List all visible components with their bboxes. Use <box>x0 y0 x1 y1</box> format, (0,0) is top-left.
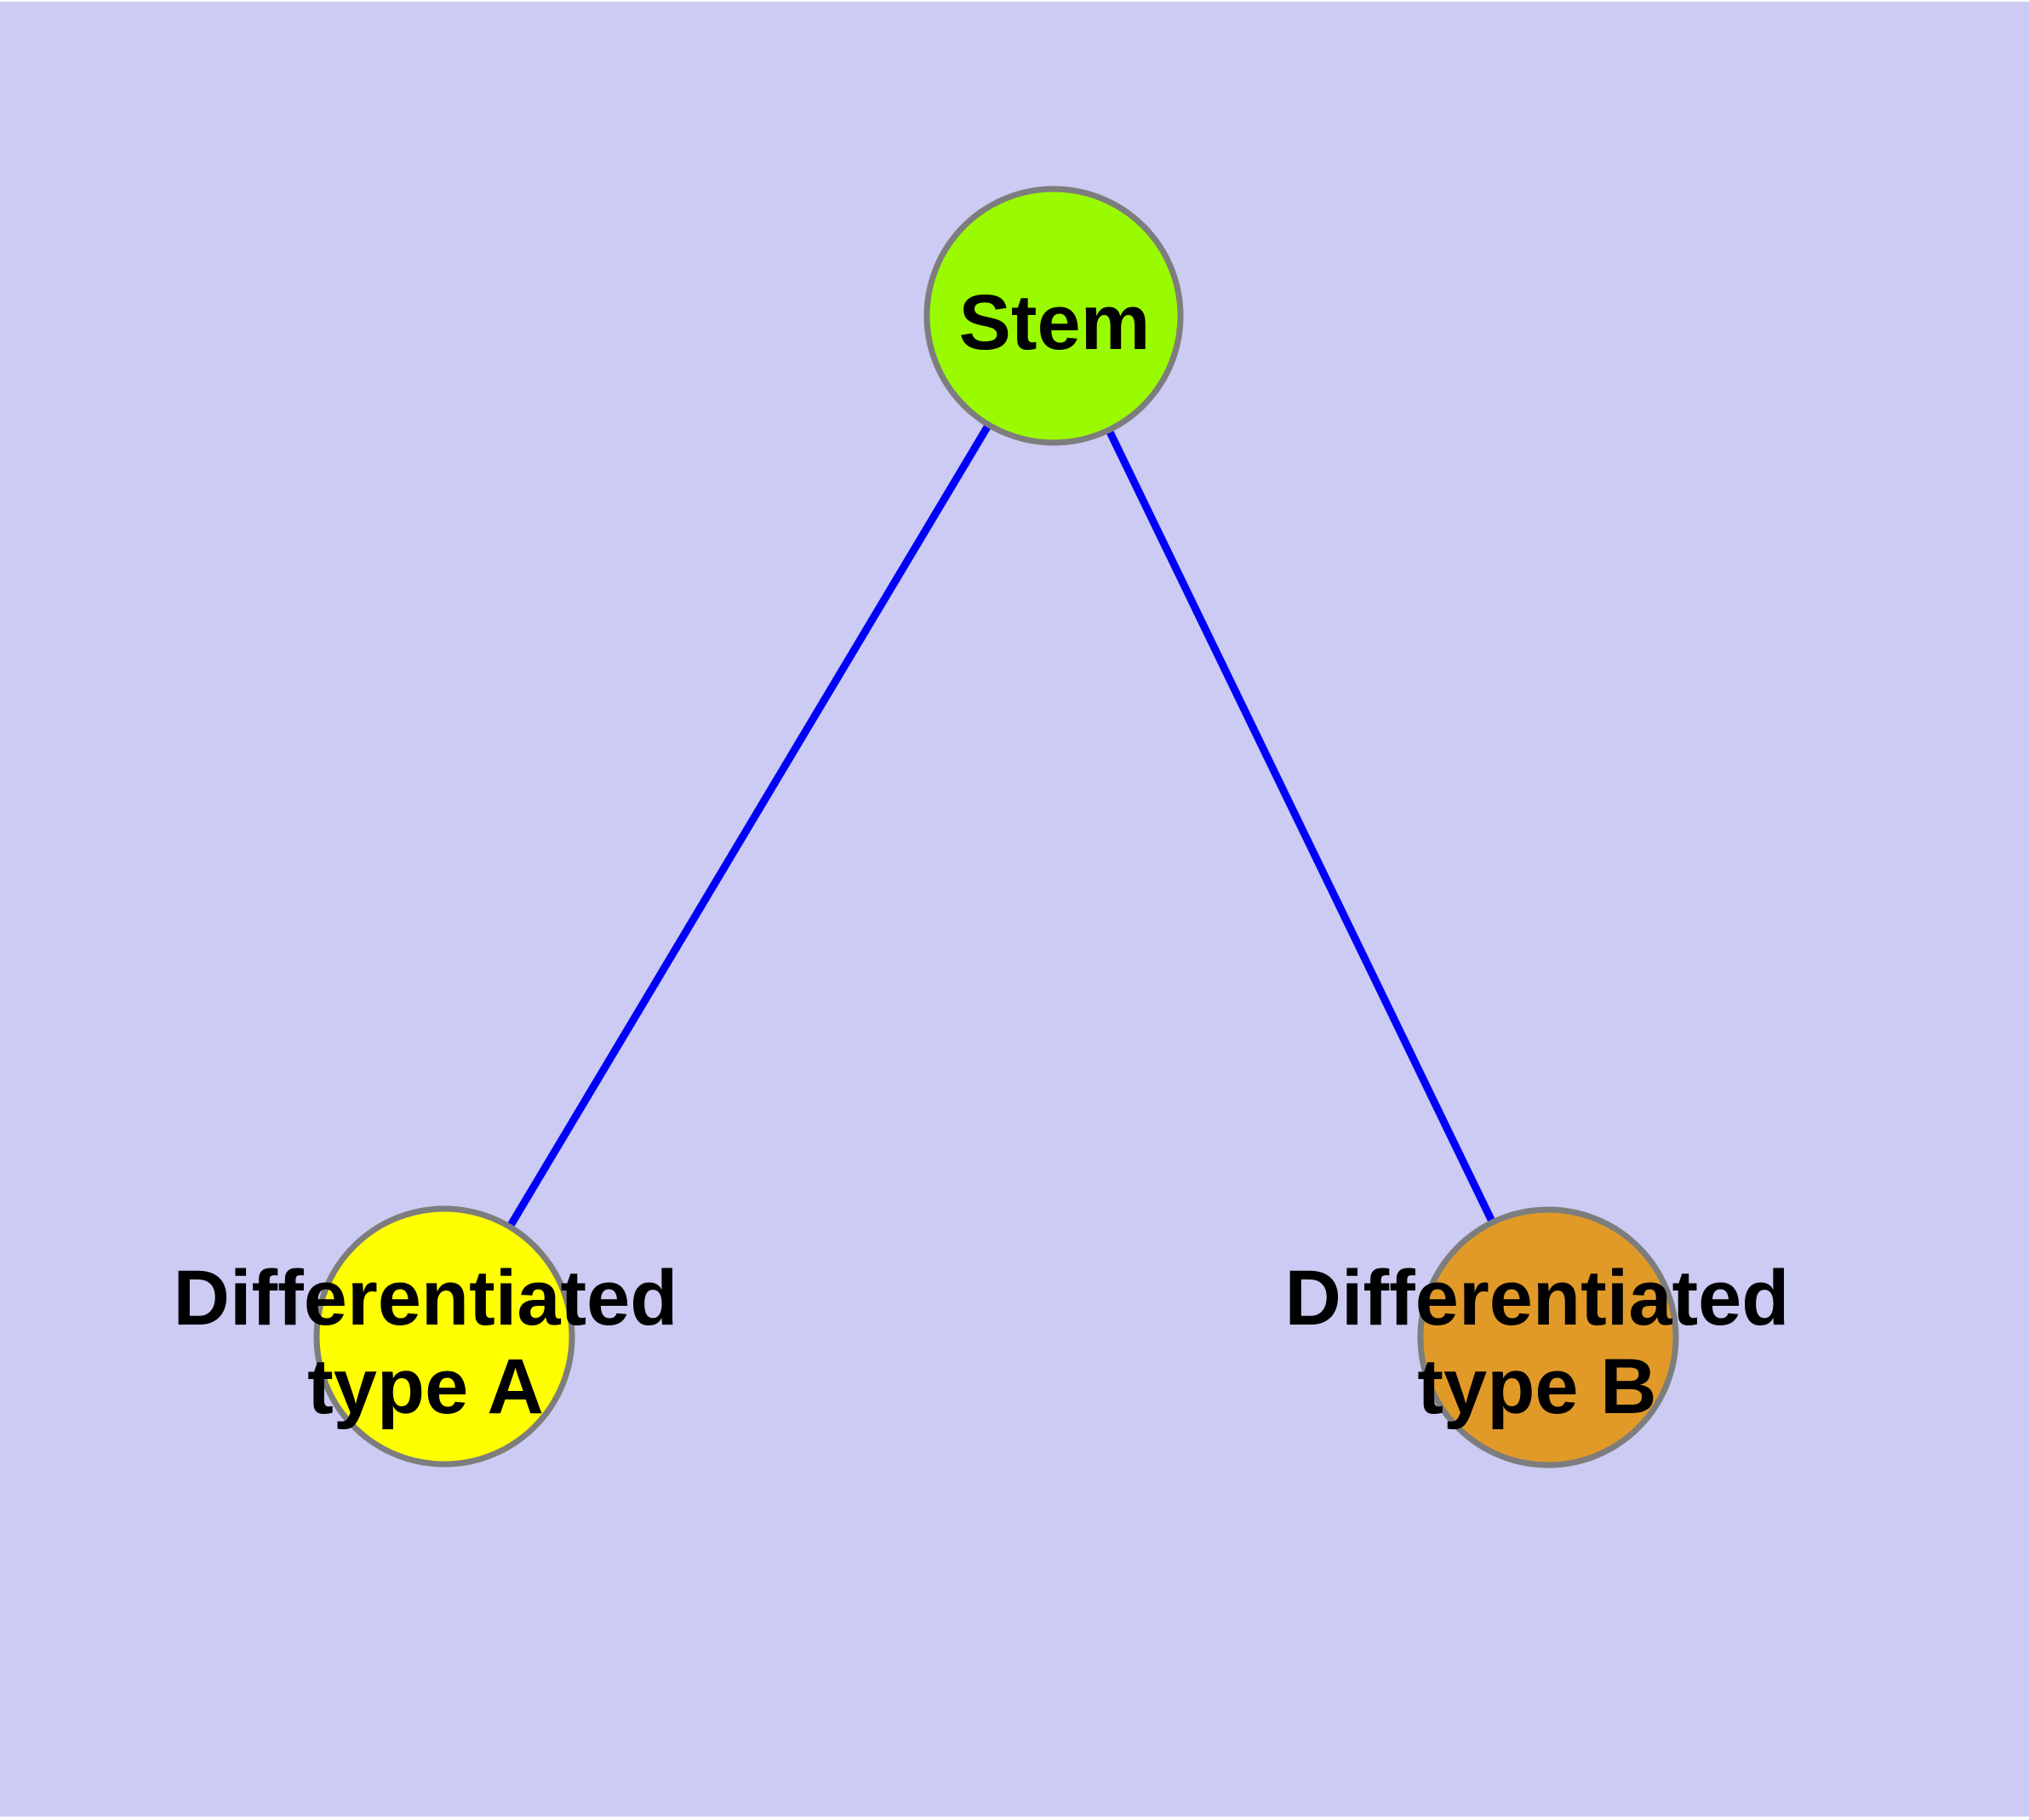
node-stem <box>923 186 1184 446</box>
node-differentiated-type-b <box>1417 1206 1679 1468</box>
node-type-b-label-line1: Differentiated <box>1285 1255 1790 1342</box>
edge-stem-type-a <box>441 313 1057 1339</box>
node-type-b-label-line2: type B <box>1417 1343 1656 1430</box>
edge-stem-type-b <box>1049 314 1552 1339</box>
node-stem-label: Stem <box>959 279 1151 366</box>
node-differentiated-type-a <box>313 1205 575 1468</box>
node-type-a-label-line2: type A <box>307 1343 544 1430</box>
node-type-a-label-line1: Differentiated <box>174 1255 678 1342</box>
